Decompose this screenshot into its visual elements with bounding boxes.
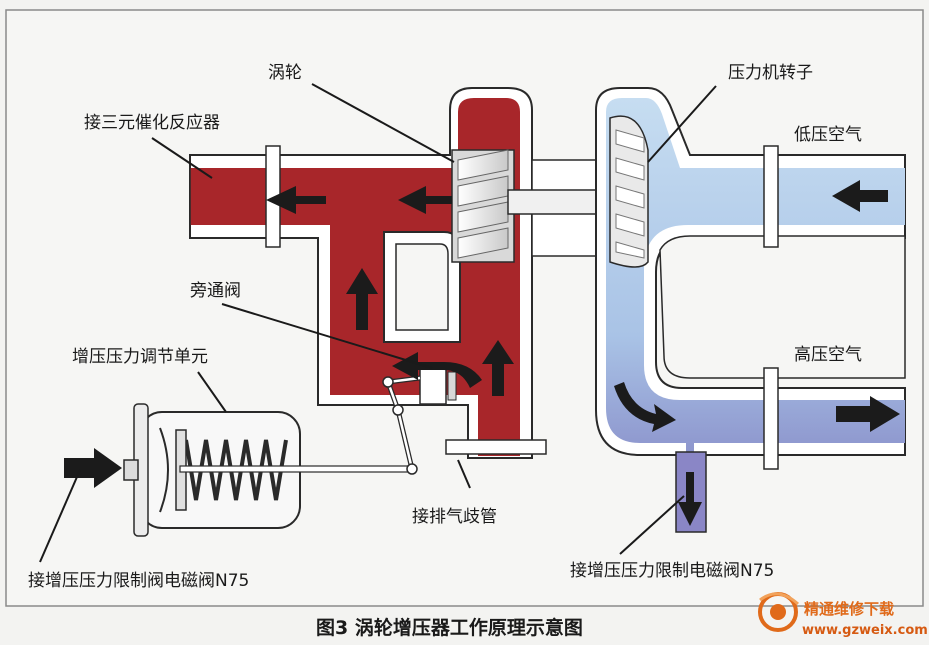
leader-exhaust-manifold xyxy=(457,459,471,489)
actuator-spring xyxy=(184,439,288,501)
label-bypass-valve: 旁通阀 xyxy=(190,281,241,301)
leader-lines xyxy=(39,83,717,563)
intake-air-channel xyxy=(606,98,905,530)
high-pressure-flange xyxy=(763,367,779,470)
flow-arrows xyxy=(64,180,900,526)
bypass-flow-arrow-icon xyxy=(392,352,482,388)
low-pressure-flange xyxy=(763,145,779,248)
boost-control-unit xyxy=(123,375,421,537)
arrow-down-icon xyxy=(678,472,702,526)
compressor-rotor xyxy=(609,115,649,268)
arrow-left-icon xyxy=(398,186,452,214)
label-high-pressure-air: 高压空气 xyxy=(794,345,862,365)
actuator-inlet xyxy=(123,459,139,481)
label-low-pressure-air: 低压空气 xyxy=(794,125,862,145)
turbine-wheel xyxy=(451,149,515,263)
arrow-up-icon xyxy=(482,340,514,396)
arrow-left-icon xyxy=(832,180,888,212)
manifold-flange xyxy=(445,439,547,455)
arrow-right-icon xyxy=(836,396,900,432)
label-to-exhaust-manifold: 接排气歧管 xyxy=(412,507,497,527)
actuator-push-rod xyxy=(179,465,413,473)
watermark-logo-icon xyxy=(758,592,800,632)
bypass-valve-seat xyxy=(419,367,447,405)
arrow-left-icon xyxy=(266,186,326,214)
label-compressor-rotor: 压力机转子 xyxy=(728,63,813,83)
arrow-up-icon xyxy=(346,268,378,330)
leader-n75-left xyxy=(39,469,81,563)
label-n75-right: 接增压压力限制电磁阀N75 xyxy=(570,561,774,581)
leader-n75-right xyxy=(619,495,685,555)
leader-compressor-rotor xyxy=(647,85,717,163)
figure-caption: 图3 涡轮增压器工作原理示意图 xyxy=(316,616,583,639)
label-to-catalyst: 接三元催化反应器 xyxy=(84,113,220,133)
label-boost-unit: 增压压力调节单元 xyxy=(72,347,208,367)
watermark-url: www.gzweix.com xyxy=(802,623,928,638)
arrow-right-icon xyxy=(64,448,122,488)
label-n75-left: 接增压压力限制阀电磁阀N75 xyxy=(28,571,249,591)
watermark: 精通维修下载 www.gzweix.com xyxy=(758,592,928,638)
curved-arrow-icon xyxy=(614,382,676,432)
leader-boost-unit xyxy=(197,371,227,413)
leader-turbine xyxy=(311,83,455,163)
label-turbine: 涡轮 xyxy=(268,63,302,83)
intake-side xyxy=(595,87,906,533)
leader-catalyst xyxy=(151,137,213,179)
leader-bypass-valve xyxy=(221,303,433,369)
watermark-name: 精通维修下载 xyxy=(804,600,894,618)
